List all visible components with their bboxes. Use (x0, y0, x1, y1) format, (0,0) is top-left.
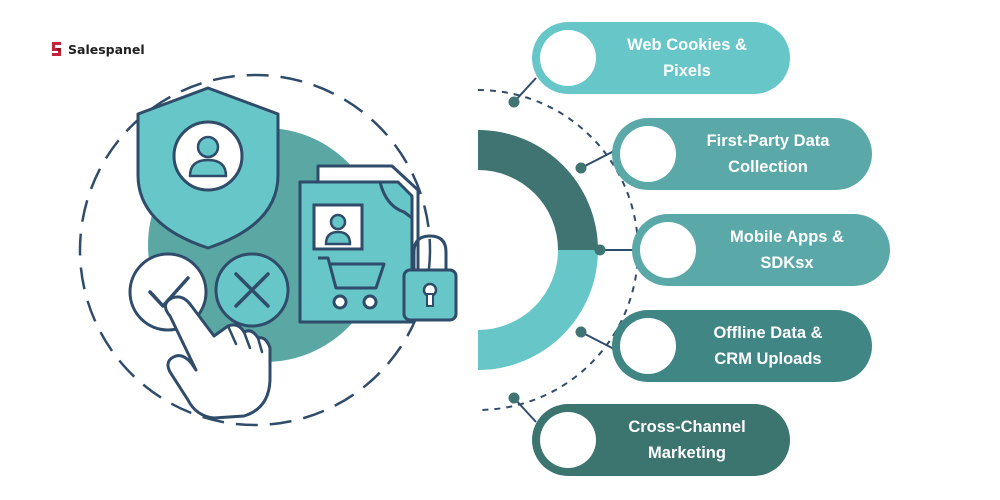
item-circle (620, 126, 676, 182)
cross-circle-icon (214, 252, 290, 328)
item-first-party-data: First-Party Data Collection (612, 118, 872, 190)
shopping-cart-icon (318, 256, 386, 310)
dashed-ring (78, 73, 432, 427)
connector-arc (477, 89, 639, 411)
salespanel-logo-icon (52, 42, 61, 56)
item-circle (540, 30, 596, 86)
padlock-icon (402, 234, 458, 322)
connector-dot (575, 326, 587, 338)
item-label: Offline Data & CRM Uploads (713, 324, 823, 368)
connector-dot (594, 244, 606, 256)
item-circle (540, 412, 596, 468)
item-circle (640, 222, 696, 278)
shield-user-icon (136, 86, 280, 250)
item-label: Mobile Apps & SDKsx (730, 228, 844, 272)
brand-name: Salespanel (68, 41, 145, 57)
item-web-cookies: Web Cookies & Pixels (532, 22, 790, 94)
item-mobile-apps: Mobile Apps & SDKsx (632, 214, 890, 286)
item-label: Cross-Channel Marketing (628, 418, 746, 462)
connector-dot (508, 96, 520, 108)
connector-dot (508, 392, 520, 404)
connector-dot (575, 162, 587, 174)
arc-dark (478, 130, 598, 250)
arc-light (478, 250, 598, 370)
item-label: First-Party Data Collection (706, 132, 830, 176)
item-circle (620, 318, 676, 374)
connectors (508, 77, 636, 423)
pointing-hand-icon (164, 295, 272, 420)
item-offline-data: Offline Data & CRM Uploads (612, 310, 872, 382)
item-cross-channel: Cross-Channel Marketing (532, 404, 790, 476)
user-card-icon (312, 203, 364, 251)
brand: Salespanel (50, 41, 145, 57)
item-label: Web Cookies & Pixels (627, 36, 747, 80)
